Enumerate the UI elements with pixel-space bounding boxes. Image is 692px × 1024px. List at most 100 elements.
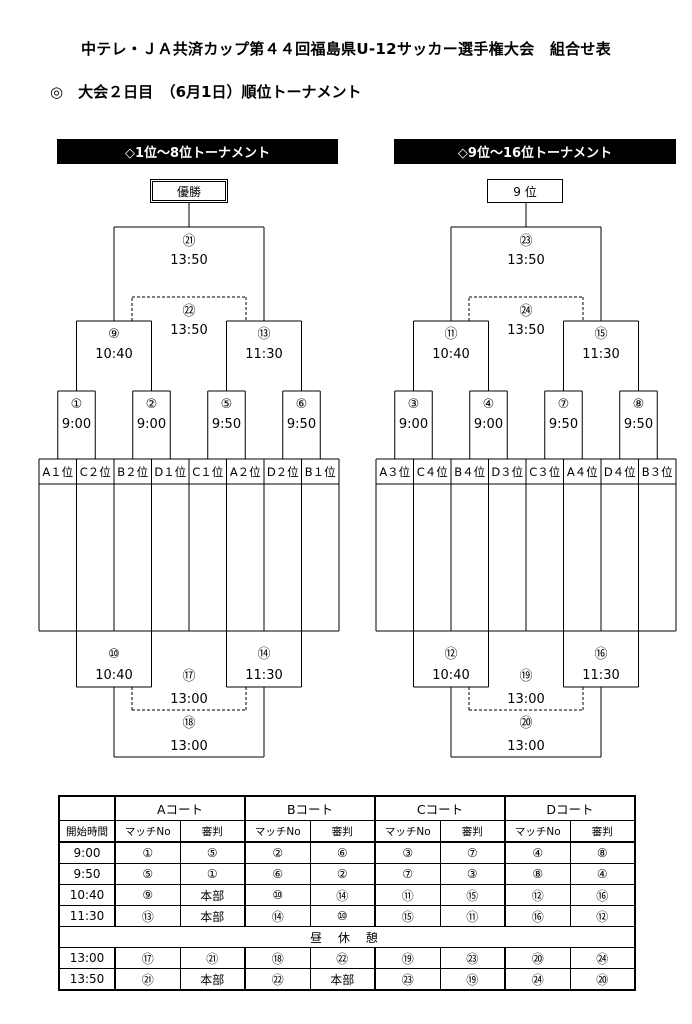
match-time: 9:00 xyxy=(399,417,428,432)
match-no-cell: ⑤ xyxy=(114,863,181,885)
match-time: 9:00 xyxy=(62,417,91,432)
match-no-cell: ㉔ xyxy=(504,968,571,991)
referee-cell: ⑳ xyxy=(569,968,636,991)
referee-cell: 本部 xyxy=(309,968,376,991)
team-label: B２位 xyxy=(117,465,148,479)
referee-cell: ㉑ xyxy=(179,947,246,969)
document-title: 中テレ・ＪＡ共済カップ第４４回福島県U-12サッカー選手権大会 組合せ表 xyxy=(80,40,612,58)
match-no-cell: ⑧ xyxy=(504,863,571,885)
match-time: 11:30 xyxy=(245,347,282,362)
referee-cell: ⑤ xyxy=(179,841,246,864)
match-no-header: マッチNo xyxy=(504,820,571,843)
match-time: 9:50 xyxy=(287,417,316,432)
match-no-cell: ㉓ xyxy=(374,968,441,991)
match-no-cell: ⑱ xyxy=(244,947,311,969)
match-number: ⑲ xyxy=(519,669,532,684)
match-no-cell: ⑯ xyxy=(504,905,571,927)
team-label: C１位 xyxy=(192,465,223,479)
match-time: 11:30 xyxy=(245,668,282,683)
match-time: 9:50 xyxy=(212,417,241,432)
match-number: ⑨ xyxy=(108,327,120,342)
referee-cell: 本部 xyxy=(179,968,246,991)
match-number: ㉔ xyxy=(519,304,532,319)
ninth-place-label-box: 9 位 xyxy=(487,179,563,203)
match-no-cell: ㉒ xyxy=(244,968,311,991)
team-label: B３位 xyxy=(642,465,673,479)
schedule-corner-cell xyxy=(58,795,116,821)
match-number: ⑧ xyxy=(633,397,645,412)
match-time: 13:50 xyxy=(170,253,207,268)
match-number: ⑬ xyxy=(257,327,270,342)
referee-cell: ② xyxy=(309,863,376,885)
schedule-time: 13:00 xyxy=(58,947,116,969)
match-no-cell: ⑰ xyxy=(114,947,181,969)
match-number: ⑫ xyxy=(444,647,457,662)
referee-cell: ㉒ xyxy=(309,947,376,969)
match-no-cell: ③ xyxy=(374,841,441,864)
referee-header: 審判 xyxy=(439,820,506,843)
match-number: ③ xyxy=(408,397,420,412)
referee-cell: ㉓ xyxy=(439,947,506,969)
referee-cell: 本部 xyxy=(179,905,246,927)
team-label: A２位 xyxy=(230,465,261,479)
referee-cell: ㉔ xyxy=(569,947,636,969)
match-time: 9:00 xyxy=(474,417,503,432)
match-number: ㉑ xyxy=(182,234,195,249)
court-header: Dコート xyxy=(504,795,636,821)
match-no-cell: ⑬ xyxy=(114,905,181,927)
match-time: 13:50 xyxy=(507,253,544,268)
start-time-header: 開始時間 xyxy=(58,820,116,843)
match-no-cell: ⑳ xyxy=(504,947,571,969)
referee-cell: ④ xyxy=(569,863,636,885)
match-time: 9:00 xyxy=(137,417,166,432)
match-number: ⑥ xyxy=(296,397,308,412)
match-time: 13:00 xyxy=(170,692,207,707)
referee-header: 審判 xyxy=(569,820,636,843)
match-no-header: マッチNo xyxy=(374,820,441,843)
bracket-header-9-16: ◇9位～16位トーナメント xyxy=(394,139,676,164)
team-label: A３位 xyxy=(379,465,410,479)
match-time: 13:00 xyxy=(507,739,544,754)
schedule-time: 9:50 xyxy=(58,863,116,885)
match-number: ② xyxy=(146,397,158,412)
match-no-header: マッチNo xyxy=(244,820,311,843)
team-label: D４位 xyxy=(604,465,636,479)
match-number: ④ xyxy=(483,397,495,412)
match-time: 9:50 xyxy=(549,417,578,432)
match-number: ⑤ xyxy=(221,397,233,412)
match-no-cell: ⑥ xyxy=(244,863,311,885)
team-label: A４位 xyxy=(567,465,598,479)
schedule-time: 9:00 xyxy=(58,841,116,864)
match-no-cell: ㉑ xyxy=(114,968,181,991)
match-no-cell: ② xyxy=(244,841,311,864)
bracket-header-1-8: ◇1位～8位トーナメント xyxy=(57,139,338,164)
referee-cell: ⑮ xyxy=(439,884,506,906)
match-number: ⑳ xyxy=(519,716,532,731)
match-time: 11:30 xyxy=(582,347,619,362)
match-no-cell: ④ xyxy=(504,841,571,864)
schedule-time: 10:40 xyxy=(58,884,116,906)
referee-header: 審判 xyxy=(179,820,246,843)
court-header: Aコート xyxy=(114,795,246,821)
match-time: 13:00 xyxy=(507,692,544,707)
match-time: 10:40 xyxy=(95,347,132,362)
match-time: 13:00 xyxy=(170,739,207,754)
court-header: Cコート xyxy=(374,795,506,821)
match-no-header: マッチNo xyxy=(114,820,181,843)
match-time: 13:50 xyxy=(507,323,544,338)
match-no-cell: ① xyxy=(114,841,181,864)
referee-cell: ⑭ xyxy=(309,884,376,906)
team-label: C４位 xyxy=(417,465,448,479)
match-no-cell: ⑭ xyxy=(244,905,311,927)
team-label: C２位 xyxy=(80,465,111,479)
match-time: 10:40 xyxy=(95,668,132,683)
court-header: Bコート xyxy=(244,795,376,821)
team-label: B４位 xyxy=(454,465,485,479)
referee-cell: ⑫ xyxy=(569,905,636,927)
